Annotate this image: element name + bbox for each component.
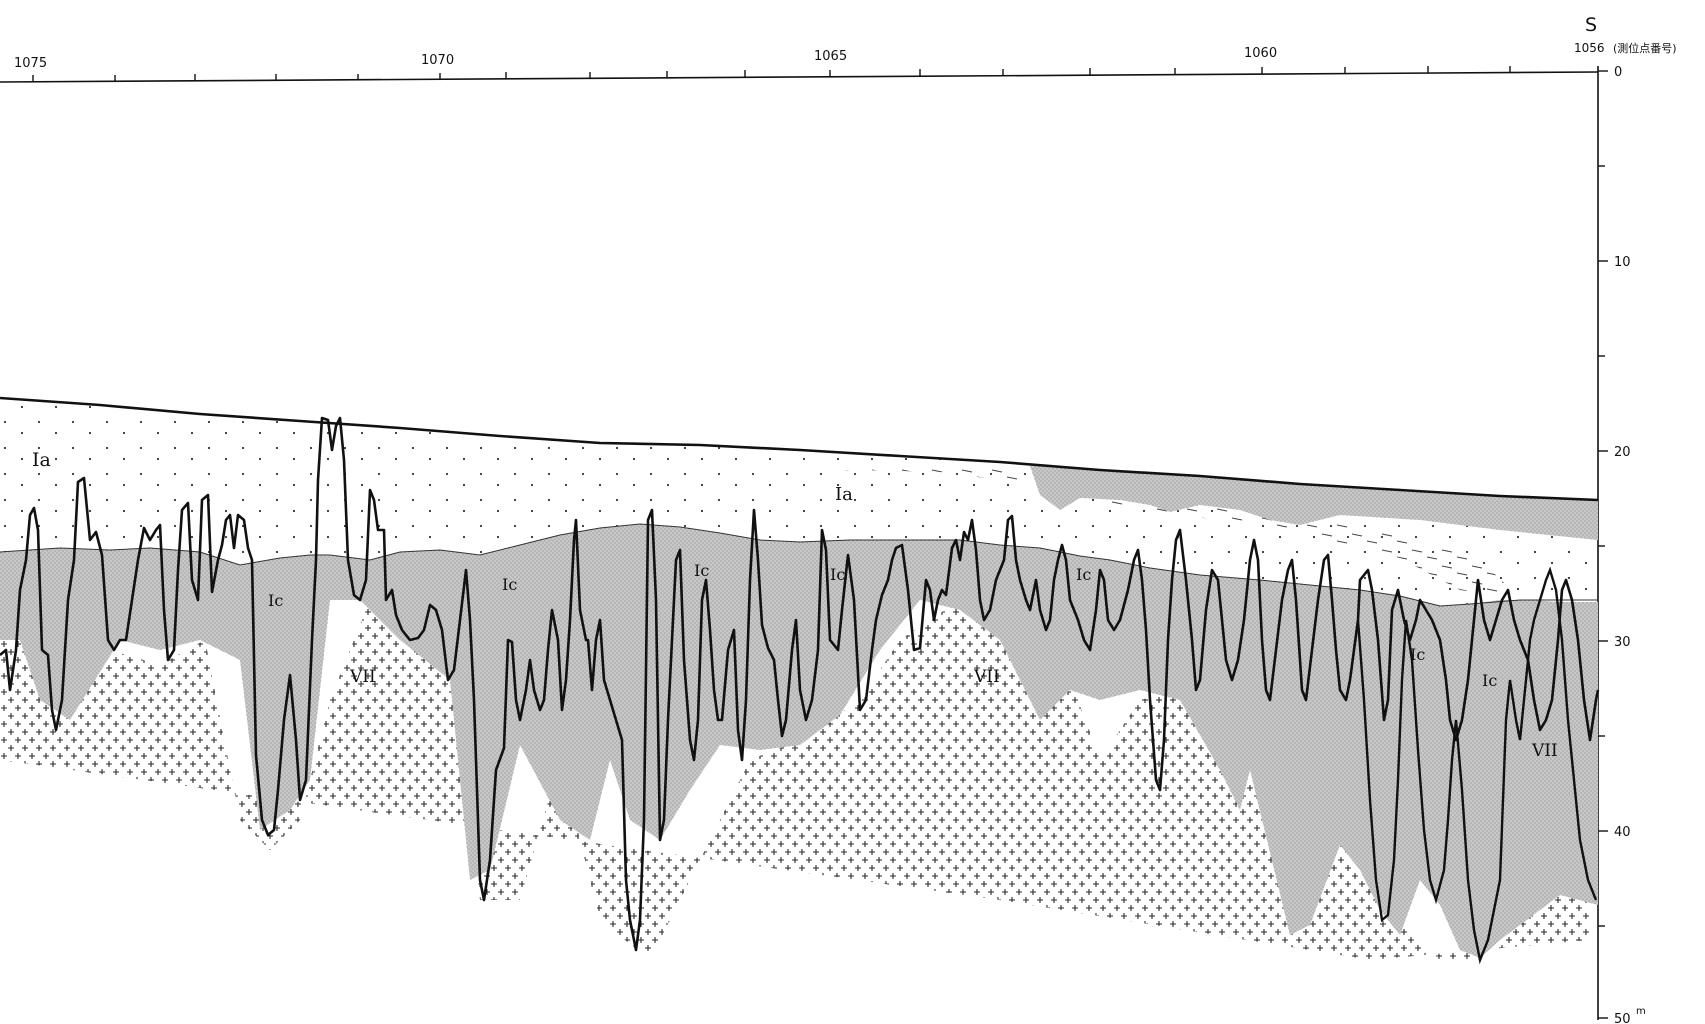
station-1070: 1070 [421, 53, 454, 68]
label-vii-1: VII [349, 667, 376, 687]
label-vii-3: VII [1531, 741, 1558, 761]
depth-tick-0: 0 [1614, 65, 1622, 80]
station-1060: 1060 [1244, 46, 1277, 61]
unit-ic-fill [0, 524, 1598, 958]
label-ic-5: Ic [1076, 565, 1091, 584]
station-label: (測位点番号) [1613, 41, 1677, 55]
station-axis: 1075 1070 1065 1060 1056 (測位点番号) S [0, 14, 1677, 83]
station-1075: 1075 [14, 56, 47, 71]
depth-tick-30: 30 [1614, 635, 1631, 650]
station-1056: 1056 [1574, 41, 1605, 55]
ground-surface-line [0, 396, 1599, 502]
depth-tick-40: 40 [1614, 825, 1631, 840]
label-ic-6: Ic [1410, 645, 1425, 664]
bedrock-surface-line [0, 416, 1600, 952]
label-ia-left: Ia [32, 449, 51, 471]
unit-vii-crosses [0, 600, 1590, 960]
label-ic-1: Ic [268, 591, 283, 610]
direction-label: S [1585, 14, 1597, 36]
station-1065: 1065 [814, 49, 847, 64]
unit-ia-fill [0, 398, 1598, 604]
depth-tick-50: 50 [1614, 1012, 1631, 1024]
unit-ia-dashed [780, 465, 1520, 598]
unit-ic-upper-lens [1030, 466, 1598, 540]
label-ia-center: Ia [835, 484, 853, 505]
depth-tick-10: 10 [1614, 255, 1631, 270]
label-vii-2: VII [973, 667, 1000, 687]
depth-unit: m [1636, 1006, 1646, 1017]
depth-axis: 0 10 20 30 40 50 m [1597, 65, 1646, 1024]
bedrock-deep-troughs-right [1356, 566, 1598, 965]
label-ic-4: Ic [830, 565, 845, 584]
depth-tick-20: 20 [1614, 445, 1631, 460]
label-ic-3: Ic [694, 561, 709, 580]
ia-ic-boundary [0, 523, 1598, 607]
label-ic-2: Ic [502, 575, 517, 594]
label-ic-7: Ic [1482, 671, 1497, 690]
